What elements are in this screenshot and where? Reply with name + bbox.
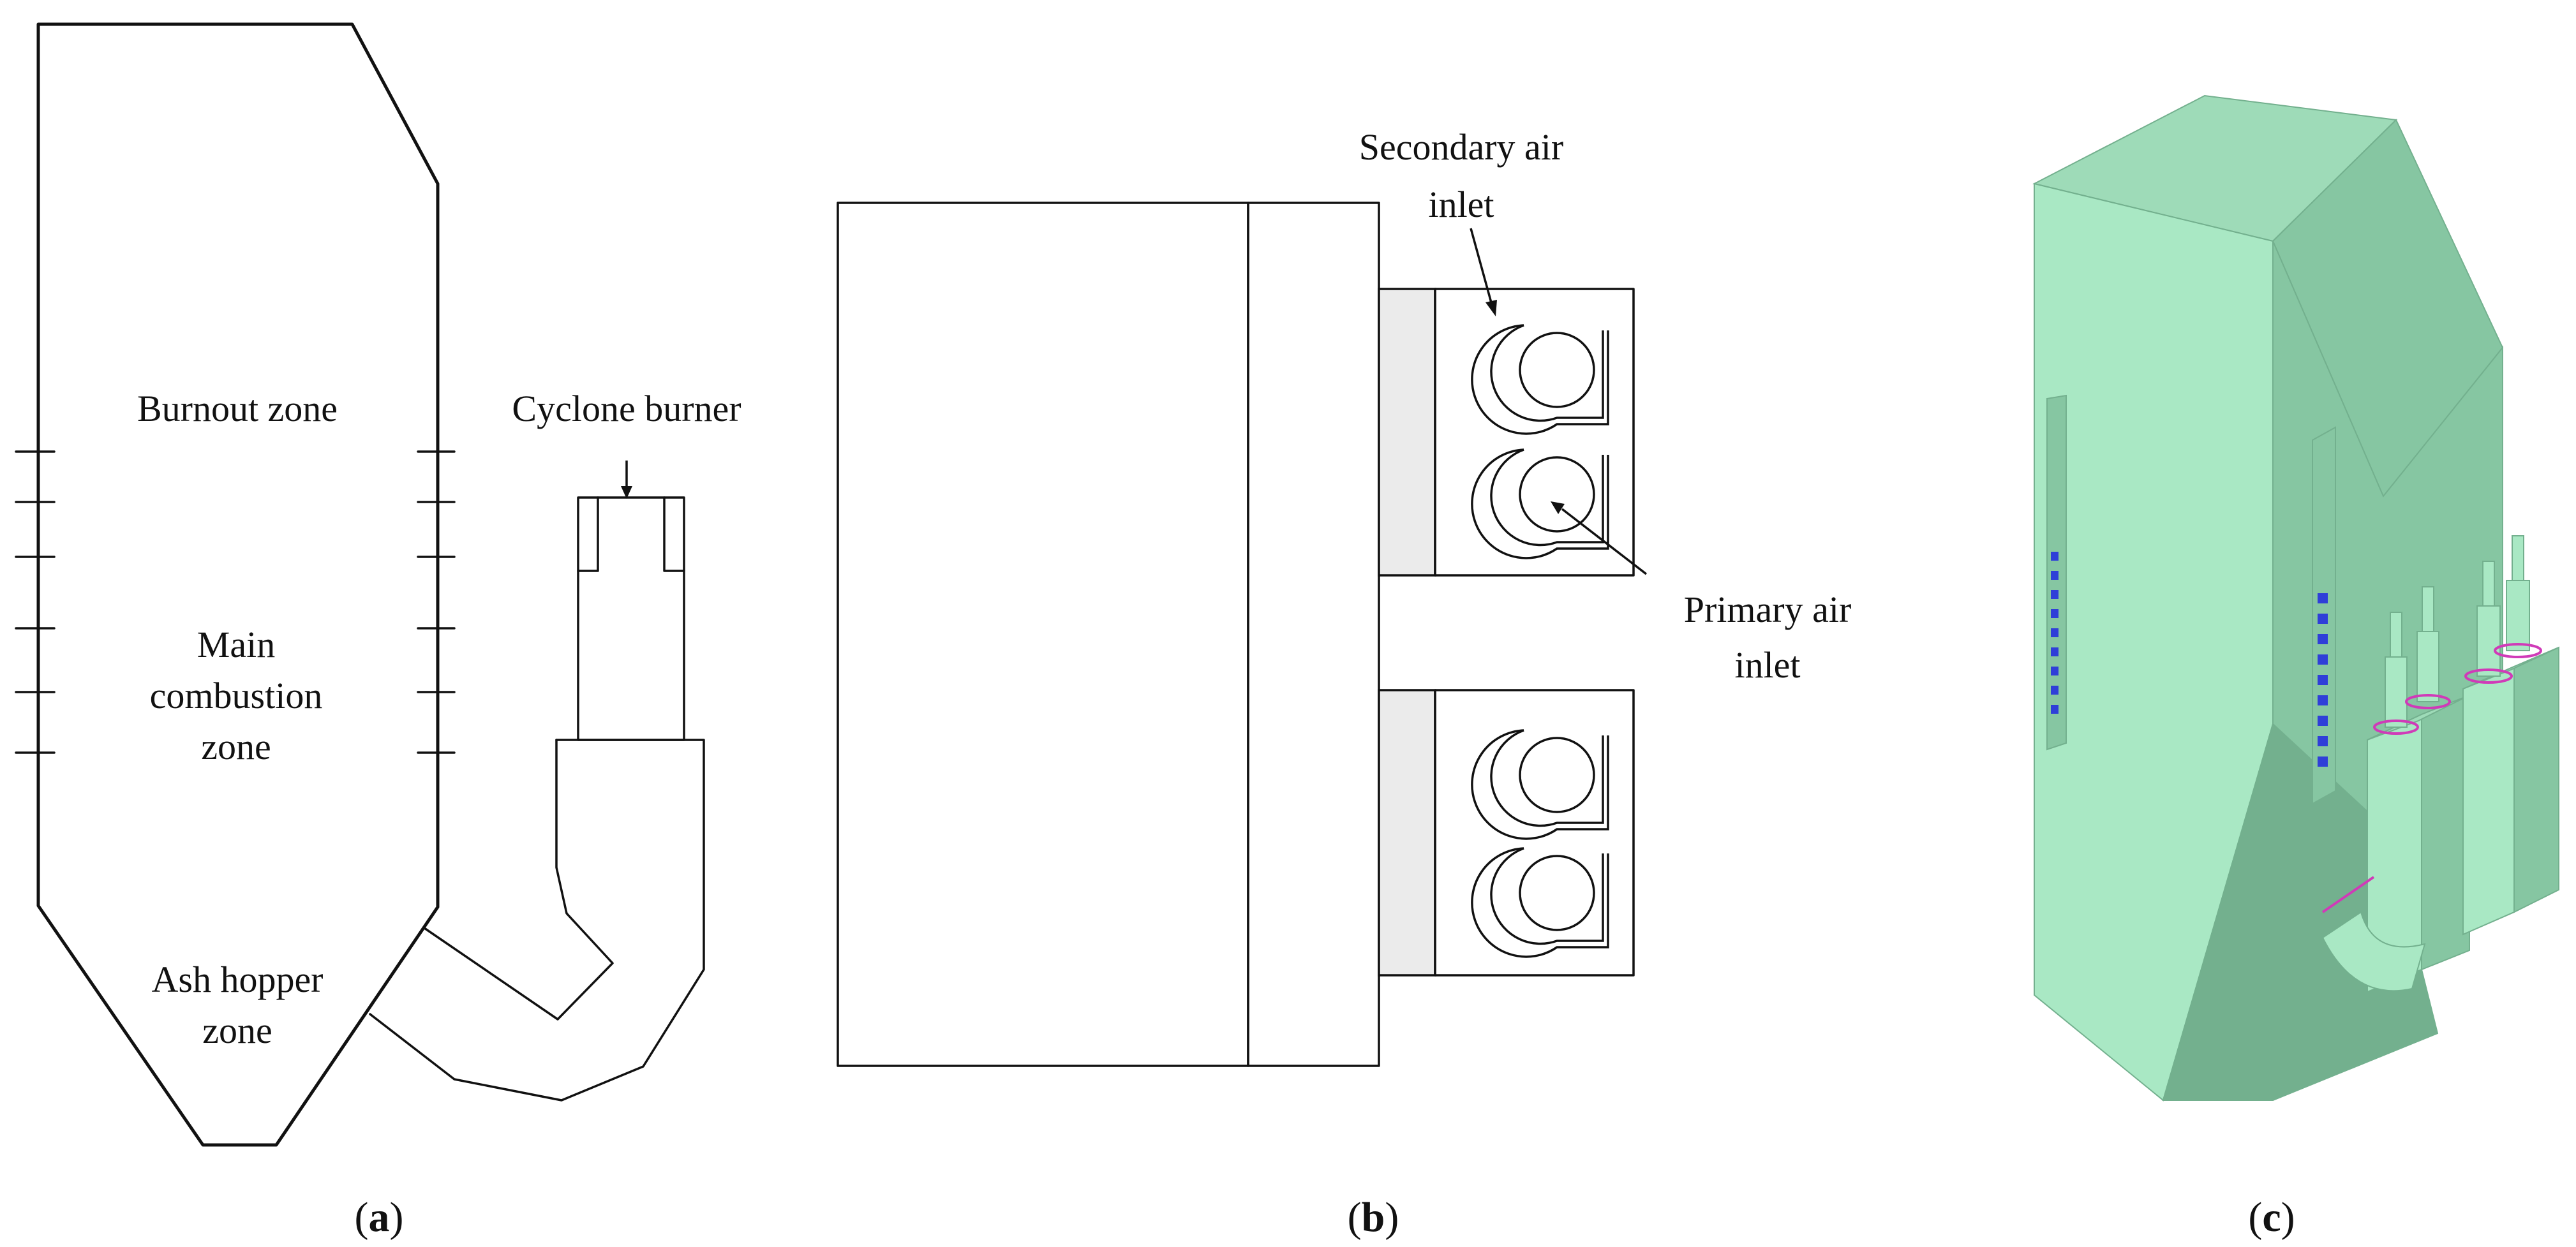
cyclone-burner-drawing [369, 496, 705, 1102]
panel-c-3d-furnace-model: (c) [2032, 94, 2559, 1241]
caption-c-close: ) [2281, 1194, 2295, 1241]
cyclone-inlet-1 [1471, 324, 1609, 435]
caption-b-close: ) [1385, 1194, 1399, 1241]
label-main-combustion-zone-2: combustion [150, 675, 323, 716]
label-ash-hopper-zone-2: zone [202, 1010, 272, 1051]
cyclone-inlet-2 [1471, 448, 1609, 559]
burner-box-lower [1434, 689, 1635, 977]
burner-chamber-inner [423, 739, 614, 1021]
furnace-plan-right [1247, 202, 1380, 1067]
cyclone-burner-arrow [621, 461, 632, 499]
burner-group-lower [1378, 689, 1635, 977]
furnace-outline [36, 22, 440, 1147]
label-main-combustion-zone-3: zone [201, 726, 271, 767]
caption-c-open: ( [2248, 1194, 2262, 1241]
burner-inner-left [577, 496, 599, 572]
panel-b-top-view-schematic: Secondary air inlet Primary air inlet (b… [837, 126, 1852, 1241]
burner-nozzle-3 [2464, 561, 2513, 684]
nozzle-row-left [2051, 552, 2059, 714]
primary-air-arrow [1551, 501, 1648, 575]
burner-box-1 [2367, 694, 2470, 993]
caption-a-open: ( [355, 1194, 369, 1241]
caption-b: (b) [1348, 1194, 1399, 1241]
label-secondary-air-inlet-2: inlet [1428, 184, 1494, 225]
label-ash-hopper-zone-1: Ash hopper [151, 959, 323, 1000]
caption-b-open: ( [1348, 1194, 1362, 1241]
left-wall-tick-marks [15, 450, 56, 754]
burner-box-2 [2462, 646, 2559, 936]
label-main-combustion-zone-1: Main [197, 624, 275, 665]
caption-c: (c) [2248, 1194, 2295, 1241]
label-cyclone-burner: Cyclone burner [512, 388, 741, 429]
label-burnout-zone: Burnout zone [137, 388, 338, 429]
magenta-duct-line [2321, 876, 2375, 913]
burner-wall-upper [1378, 288, 1436, 577]
label-primary-air-inlet-1: Primary air [1684, 589, 1852, 630]
caption-a-letter: a [369, 1194, 390, 1241]
burner-box-upper [1434, 288, 1635, 577]
caption-b-letter: b [1362, 1194, 1385, 1241]
right-wall-tick-marks [417, 450, 456, 754]
label-primary-air-inlet-2: inlet [1734, 644, 1800, 686]
cyclone-inlet-3 [1471, 729, 1609, 840]
caption-a-close: ) [390, 1194, 404, 1241]
burner-elbow [2321, 911, 2426, 992]
label-secondary-air-inlet-1: Secondary air [1359, 126, 1563, 168]
cyclone-inlet-4 [1471, 847, 1609, 958]
burner-head [577, 496, 685, 741]
burner-chamber-outer [369, 739, 705, 1102]
furnace-plan-left [837, 202, 1249, 1067]
burner-nozzle-4 [2494, 535, 2542, 658]
secondary-air-arrow [1470, 228, 1497, 316]
burner-group-upper [1378, 288, 1635, 577]
burner-nozzle-1 [2373, 612, 2419, 735]
panel-a-furnace-schematic: Burnout zone Main combustion zone Ash ho… [15, 22, 741, 1241]
burner-wall-lower [1378, 689, 1436, 977]
caption-c-letter: c [2262, 1194, 2281, 1241]
burner-inner-right [663, 496, 685, 572]
nozzle-row-right [2318, 593, 2328, 767]
burner-nozzle-2 [2405, 586, 2451, 709]
caption-a: (a) [355, 1194, 404, 1241]
